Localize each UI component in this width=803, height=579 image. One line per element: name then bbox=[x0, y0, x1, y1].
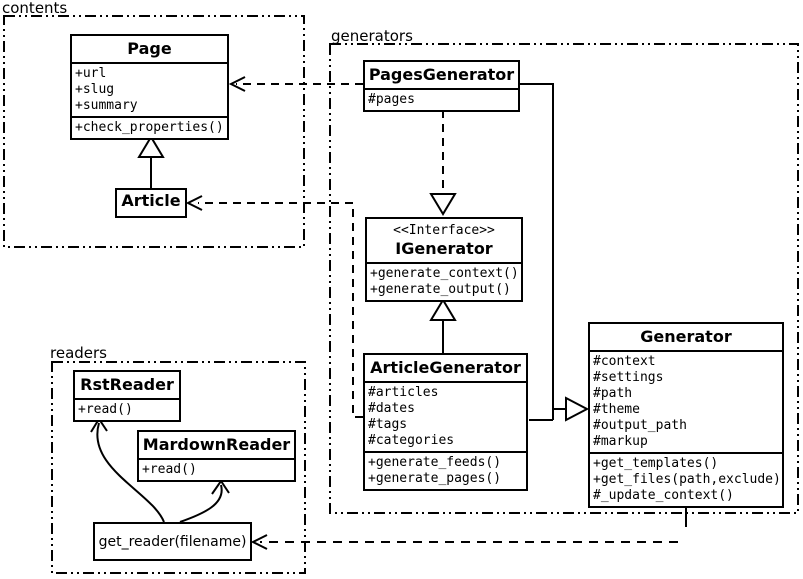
contents-package-label: contents bbox=[2, 0, 68, 17]
generators-package-border bbox=[329, 43, 799, 514]
class-box-article: Article bbox=[115, 188, 187, 218]
class-name: IGenerator bbox=[395, 239, 493, 258]
open-arrowhead-icon bbox=[250, 534, 268, 550]
hollow-triangle-icon bbox=[429, 298, 457, 321]
class-methods: +get_templates() +get_files(path,exclude… bbox=[590, 452, 782, 506]
class-methods: +generate_context() +generate_output() bbox=[367, 262, 521, 300]
class-name: MardownReader bbox=[142, 435, 291, 454]
function-label: get_reader(filename) bbox=[98, 533, 247, 550]
open-arrowhead-icon bbox=[185, 195, 203, 211]
class-attributes: +url +slug +summary bbox=[72, 62, 227, 116]
class-name: PagesGenerator bbox=[368, 65, 515, 84]
class-box-page: Page +url +slug +summary +check_properti… bbox=[70, 34, 229, 140]
class-name: Generator bbox=[640, 327, 732, 346]
class-attributes: #context #settings #path #theme #output_… bbox=[590, 350, 782, 452]
class-box-articlegenerator: ArticleGenerator #articles #dates #tags … bbox=[363, 353, 528, 491]
generalization-pagesgenerator-generator bbox=[520, 83, 554, 420]
class-attributes: #pages bbox=[365, 88, 518, 110]
arrow-getreader-rstreader bbox=[96, 422, 165, 523]
function-box-get-reader: get_reader(filename) bbox=[93, 522, 252, 561]
hollow-triangle-icon bbox=[429, 193, 457, 216]
open-arrowhead-icon bbox=[228, 76, 246, 92]
hollow-triangle-icon bbox=[565, 396, 590, 422]
class-box-pagesgenerator: PagesGenerator #pages bbox=[363, 60, 520, 112]
class-attributes: #articles #dates #tags #categories bbox=[365, 381, 526, 451]
class-box-rstreader: RstReader +read() bbox=[73, 370, 181, 422]
class-name: RstReader bbox=[80, 375, 174, 394]
class-name: ArticleGenerator bbox=[370, 358, 521, 377]
class-box-generator: Generator #context #settings #path #them… bbox=[588, 322, 784, 508]
class-methods: +read() bbox=[75, 398, 179, 420]
contents-package-border bbox=[3, 15, 305, 248]
dependency-articlegenerator-article bbox=[198, 202, 363, 418]
class-stereotype: <<Interface>> bbox=[393, 223, 495, 238]
class-box-igenerator: <<Interface>> IGenerator +generate_conte… bbox=[365, 217, 523, 302]
class-methods: +generate_feeds() +generate_pages() bbox=[365, 451, 526, 489]
generators-package-label: generators bbox=[331, 27, 413, 45]
class-name: Article bbox=[121, 191, 181, 210]
readers-package-label: readers bbox=[50, 344, 107, 362]
readers-package-border bbox=[51, 361, 306, 574]
hollow-triangle-icon bbox=[137, 135, 165, 158]
class-box-mardownreader: MardownReader +read() bbox=[137, 430, 296, 482]
class-methods: +check_properties() bbox=[72, 116, 227, 138]
arrow-getreader-mardownreader bbox=[179, 484, 223, 523]
class-methods: +read() bbox=[139, 458, 294, 480]
class-name: Page bbox=[127, 39, 172, 58]
